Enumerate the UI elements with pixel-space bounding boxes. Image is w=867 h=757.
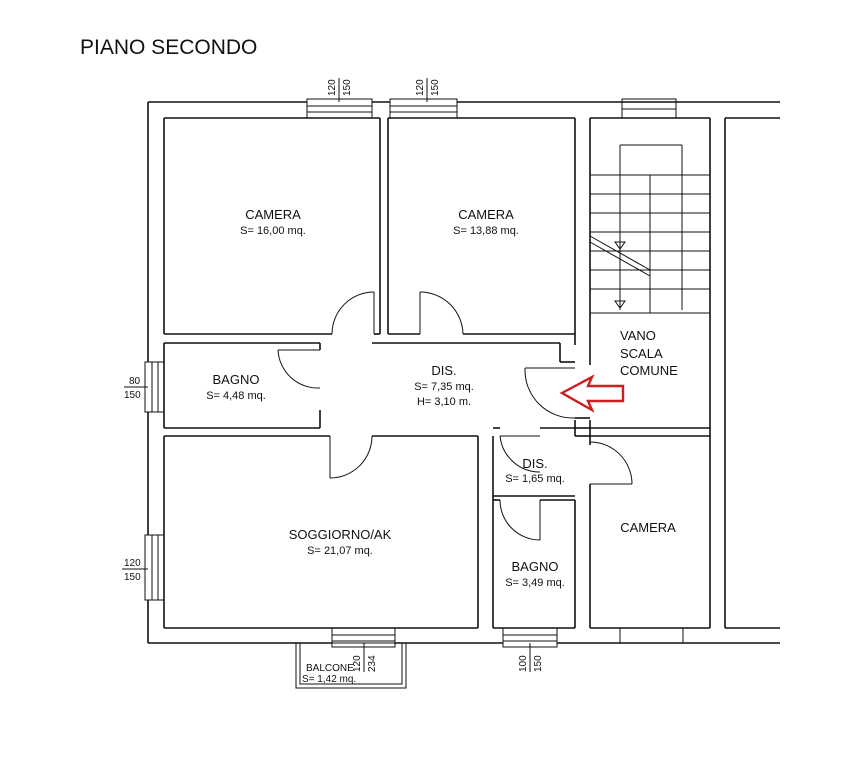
dim-left-sogg-b: 150 bbox=[124, 572, 141, 583]
room-balcone-area: S= 1,42 mq. bbox=[302, 674, 356, 685]
room-bagno2-area: S= 3,49 mq. bbox=[505, 577, 565, 589]
dim-bagno2-b: 150 bbox=[533, 655, 544, 672]
window-left-soggiorno bbox=[144, 534, 165, 601]
dim-top-left-b: 150 bbox=[342, 79, 353, 96]
window-camera3 bbox=[619, 628, 684, 643]
room-balcone-name: BALCONE bbox=[306, 663, 354, 674]
window-top-stair bbox=[621, 98, 677, 119]
entrance-arrow-icon bbox=[559, 374, 625, 413]
room-bagno1-area: S= 4,48 mq. bbox=[206, 390, 266, 402]
room-camera2-name: CAMERA bbox=[458, 207, 514, 222]
room-dis1-name: DIS. bbox=[431, 363, 456, 378]
room-camera3-name: CAMERA bbox=[620, 520, 676, 535]
dim-top-mid-b: 150 bbox=[430, 79, 441, 96]
room-camera1-area: S= 16,00 mq. bbox=[240, 225, 306, 237]
balcone bbox=[295, 642, 407, 689]
stair bbox=[589, 144, 710, 314]
room-dis1-height: H= 3,10 m. bbox=[417, 396, 471, 408]
room-bagno1-name: BAGNO bbox=[213, 372, 260, 387]
room-bagno2-name: BAGNO bbox=[512, 559, 559, 574]
dim-top-left-a: 120 bbox=[327, 79, 338, 96]
room-vano-line2: SCALA bbox=[620, 346, 663, 361]
room-vano-line1: VANO bbox=[620, 328, 656, 343]
dim-top-mid-a: 120 bbox=[415, 79, 426, 96]
room-camera2-area: S= 13,88 mq. bbox=[453, 225, 519, 237]
room-camera1-name: CAMERA bbox=[245, 207, 301, 222]
room-dis1-area: S= 7,35 mq. bbox=[414, 381, 474, 393]
plan-title: PIANO SECONDO bbox=[80, 36, 257, 59]
room-dis2-area: S= 1,65 mq. bbox=[505, 473, 565, 485]
dim-balcone-b: 234 bbox=[367, 655, 378, 672]
dim-balcone-a: 120 bbox=[352, 655, 363, 672]
dim-left-bagno-b: 150 bbox=[124, 390, 141, 401]
dim-bagno2-a: 100 bbox=[518, 655, 529, 672]
outer-walls bbox=[147, 101, 780, 644]
doors bbox=[277, 291, 633, 541]
dim-left-bagno-a: 80 bbox=[129, 376, 141, 387]
room-soggiorno-name: SOGGIORNO/AK bbox=[289, 527, 392, 542]
dim-left-sogg-a: 120 bbox=[124, 558, 141, 569]
interior-walls bbox=[163, 118, 711, 628]
room-dis2-name: DIS. bbox=[522, 456, 547, 471]
room-vano-line3: COMUNE bbox=[620, 363, 678, 378]
window-top-mid bbox=[389, 98, 458, 119]
room-soggiorno-area: S= 21,07 mq. bbox=[307, 545, 373, 557]
